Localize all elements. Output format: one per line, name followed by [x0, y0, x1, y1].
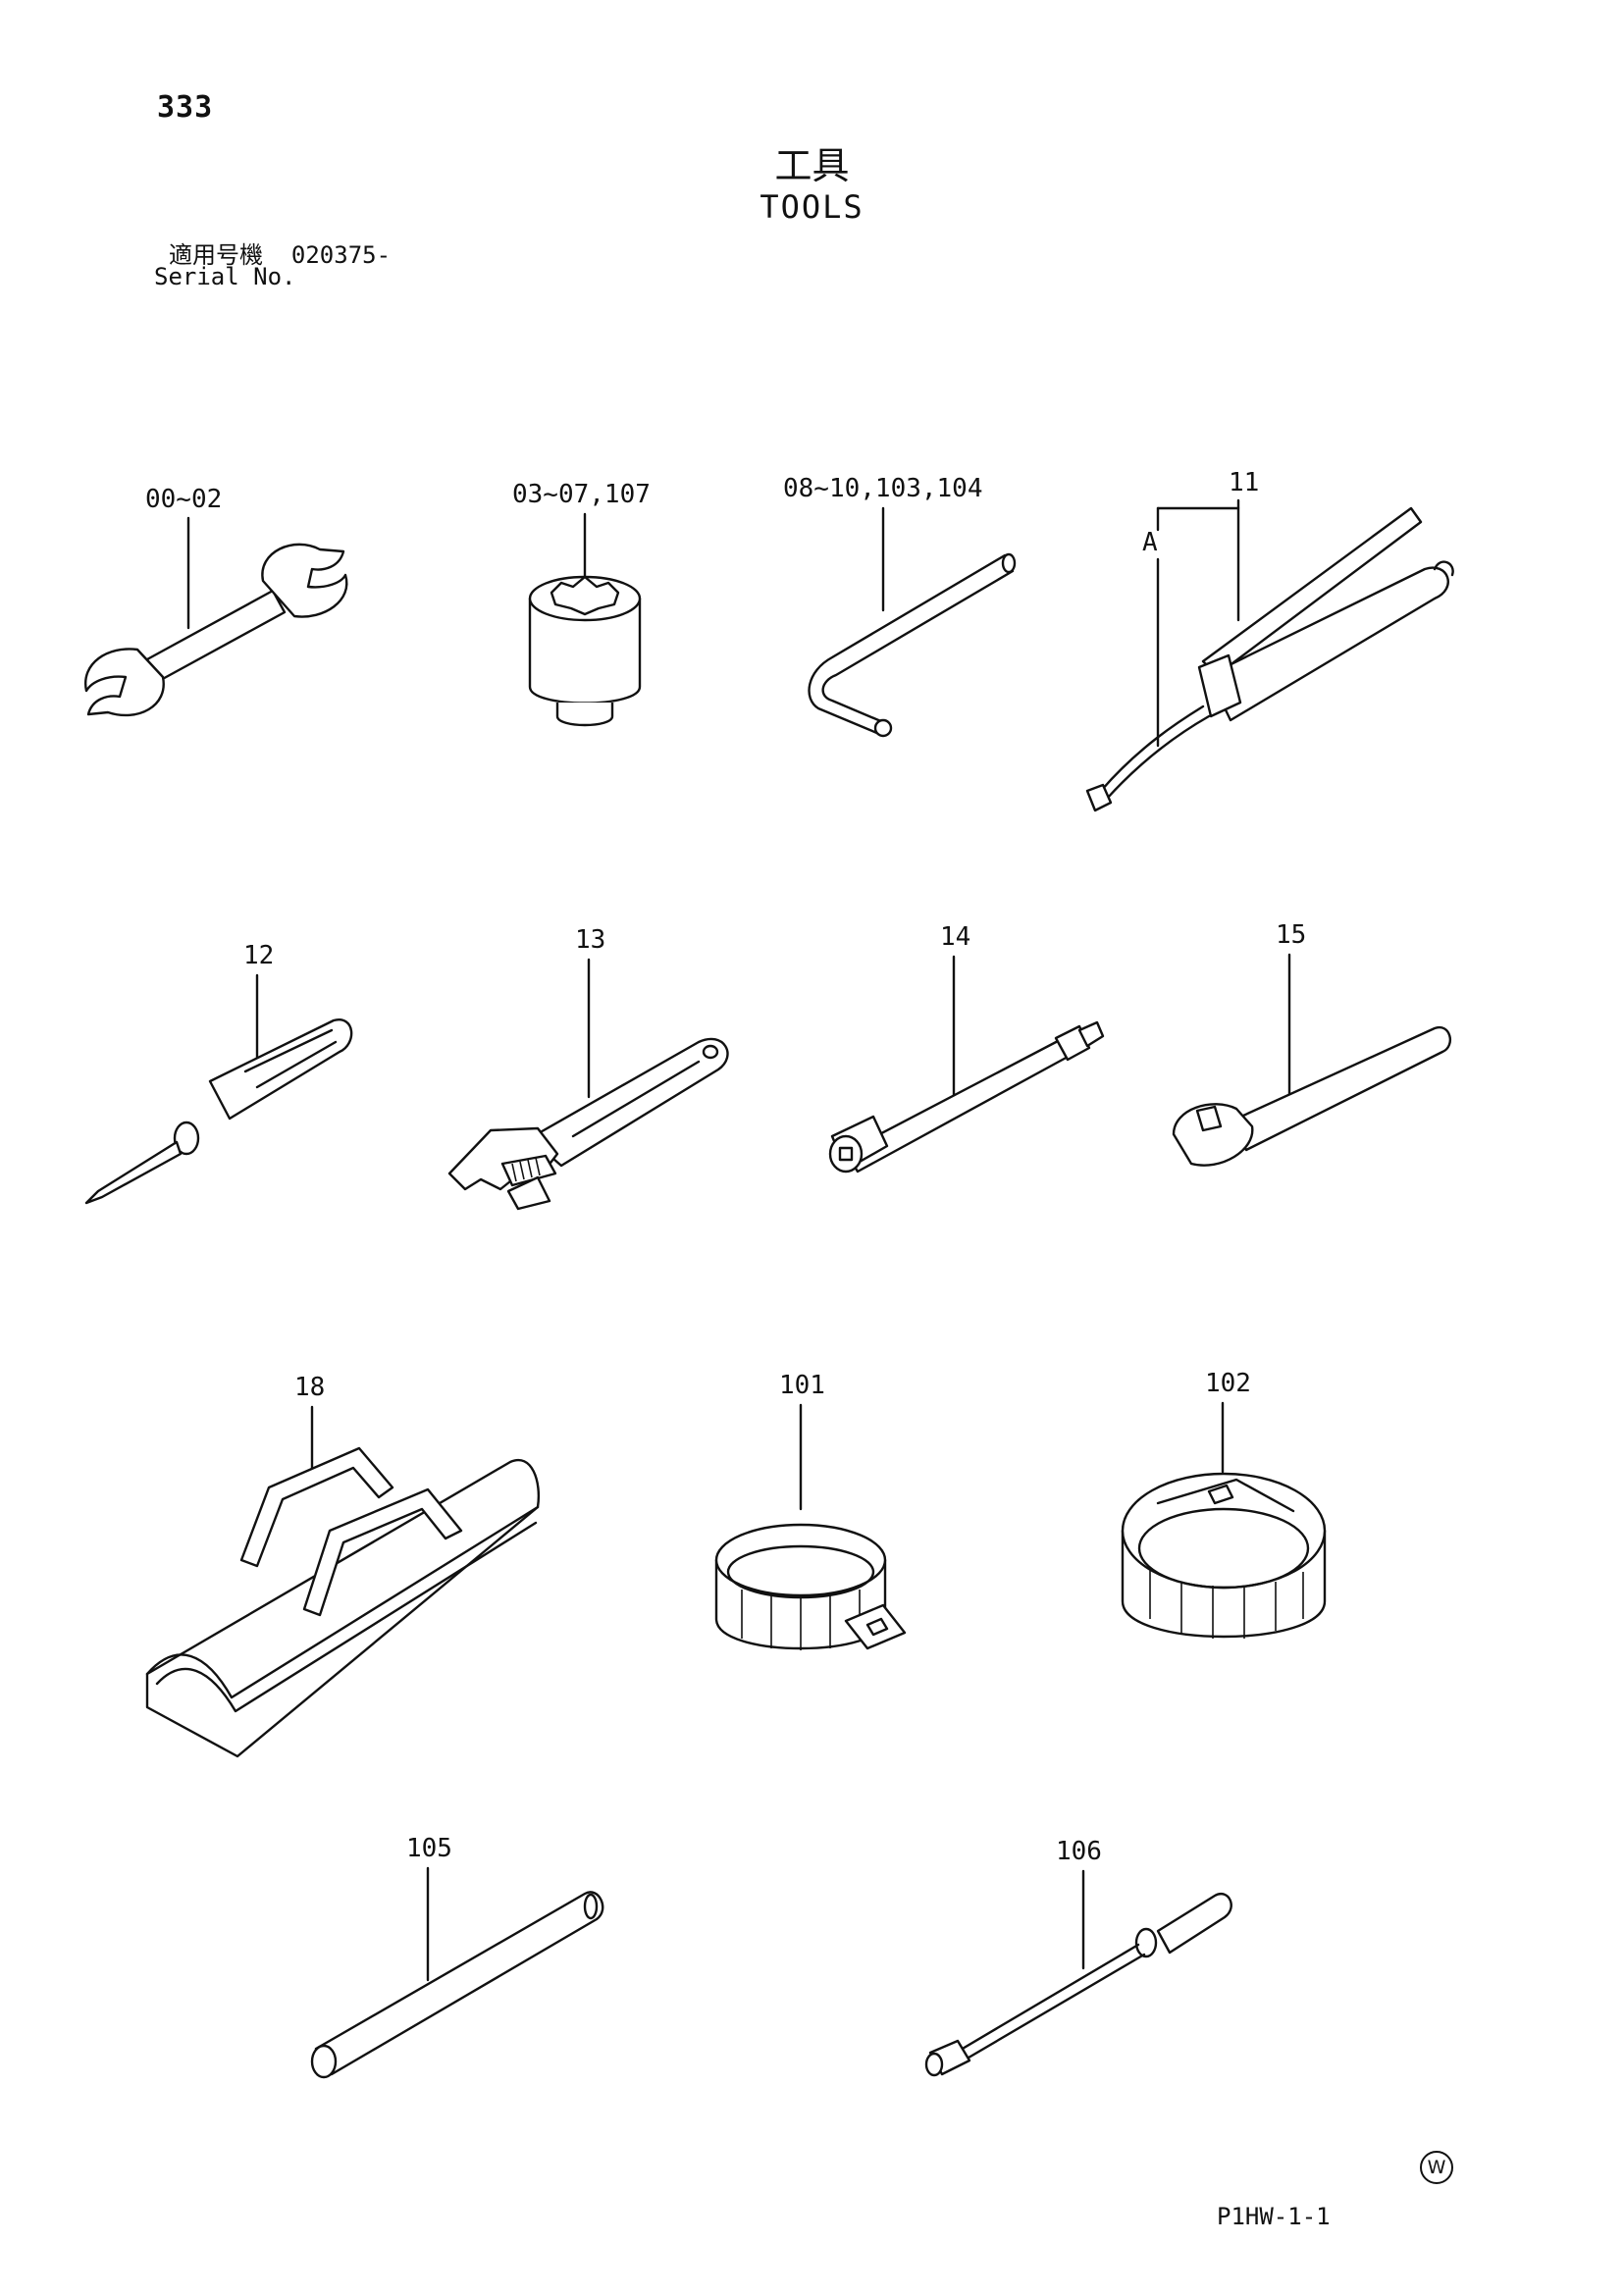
serial-value: 020375-	[290, 241, 392, 269]
filter-wrench-cup: 102	[1121, 1369, 1327, 1639]
socket: 03~07,107	[512, 480, 651, 727]
filter-wrench-band-square-hole	[865, 1617, 889, 1637]
socket-driver-tip-face	[924, 2052, 944, 2077]
socket-drive-end	[555, 703, 614, 727]
bar-body	[314, 1891, 604, 2076]
hex-key-end	[873, 718, 893, 738]
callout-grease-gun: 11	[1229, 468, 1259, 497]
page-title-japanese: 工具	[774, 144, 850, 187]
extension-bar-drive	[1077, 1020, 1105, 1048]
screwdriver-collar	[173, 1121, 200, 1156]
hex-key: 08~10,103,104	[783, 474, 1017, 738]
callout-hex-key: 08~10,103,104	[783, 474, 983, 503]
page-title: TOOLS	[760, 188, 864, 226]
filter-wrench-cup-inner	[1137, 1507, 1310, 1590]
bar-end	[310, 2044, 338, 2079]
callout-bar: 105	[406, 1834, 452, 1863]
socket-driver: 106	[924, 1837, 1232, 2077]
adjustable-wrench-thread	[511, 1157, 541, 1182]
wrench-shank	[145, 589, 287, 683]
ratchet-handle-drive	[1195, 1105, 1223, 1132]
tool-bag-handle-front	[302, 1487, 463, 1617]
socket-bore	[550, 575, 620, 616]
screwdriver-shaft	[84, 1140, 183, 1205]
filter-wrench-band-rim	[714, 1523, 887, 1597]
callout-wrench: 00~02	[145, 485, 222, 514]
serial-range: 適用号機 020375-	[169, 235, 391, 270]
grease-gun: 11 A	[1085, 468, 1454, 812]
screwdriver-grip-ribs	[243, 1028, 338, 1089]
adjustable-wrench-slot	[571, 1060, 701, 1138]
callout-screwdriver: 12	[243, 941, 274, 970]
grease-gun-hose	[1105, 714, 1211, 801]
serial-label-japanese: 適用号機	[169, 241, 263, 269]
hex-key-tip	[1001, 552, 1017, 574]
screwdriver-handle	[208, 1018, 353, 1121]
filter-wrench-cup-square-hole	[1207, 1484, 1234, 1505]
callout-filter-wrench-band: 101	[779, 1371, 825, 1400]
open-end-wrench: 00~02	[83, 485, 348, 717]
callout-tool-bag: 18	[294, 1373, 325, 1402]
filter-wrench-cup-facets	[1149, 1570, 1304, 1639]
grease-gun-ring	[1433, 560, 1454, 577]
filter-wrench-band-facets	[741, 1590, 861, 1650]
screwdriver: 12	[84, 941, 353, 1205]
bar: 105	[310, 1834, 604, 2079]
tool-bag: 18	[145, 1373, 540, 1758]
tool-bag-handle-back	[239, 1446, 394, 1568]
wrench-head-right	[261, 543, 348, 618]
callout-adjustable-wrench: 13	[575, 925, 605, 955]
adjustable-wrench-hole	[702, 1044, 719, 1060]
bar-far-end	[583, 1893, 599, 1920]
filter-wrench-band-tab	[844, 1603, 907, 1650]
callout-extension-bar: 14	[940, 922, 970, 952]
grease-gun-nozzle	[1085, 783, 1113, 812]
grease-gun-barrel	[1207, 566, 1449, 722]
grease-gun-head	[1197, 653, 1242, 718]
ratchet-handle: 15	[1172, 920, 1452, 1167]
extension-bar: 14	[828, 922, 1105, 1174]
filter-wrench-cup-cross	[1156, 1478, 1295, 1513]
tool-bag-zipper	[155, 1521, 538, 1713]
page-number: 333	[157, 90, 214, 125]
copyright-mark: W	[1420, 2151, 1453, 2184]
extension-bar-shaft	[844, 1038, 1072, 1174]
callout-filter-wrench-cup: 102	[1205, 1369, 1251, 1398]
callout-ratchet-handle: 15	[1276, 920, 1306, 950]
extension-bar-socket-face	[828, 1134, 864, 1174]
socket-driver-collar	[1134, 1927, 1158, 1958]
hex-key-body	[808, 553, 1015, 736]
callout-socket-driver: 106	[1056, 1837, 1102, 1866]
adjustable-wrench: 13	[447, 925, 729, 1211]
socket-driver-shaft	[954, 1943, 1146, 2062]
adjustable-wrench-lower-jaw	[506, 1175, 551, 1211]
tool-bag-seam	[145, 1505, 540, 1699]
grease-gun-hose	[1099, 704, 1205, 793]
tool-bag-body	[145, 1458, 540, 1758]
filter-wrench-band: 101	[714, 1371, 907, 1650]
page-code: P1HW-1-1	[1217, 2203, 1331, 2230]
extension-bar-square-hole	[838, 1146, 854, 1162]
wrench-head-left	[83, 648, 165, 717]
socket-driver-handle	[1156, 1893, 1232, 1955]
callout-grease-hose: A	[1142, 528, 1158, 557]
ratchet-handle-bar	[1231, 1025, 1452, 1152]
serial-label: Serial No.	[154, 263, 296, 290]
callout-socket: 03~07,107	[512, 480, 651, 509]
ratchet-handle-head	[1172, 1103, 1254, 1167]
